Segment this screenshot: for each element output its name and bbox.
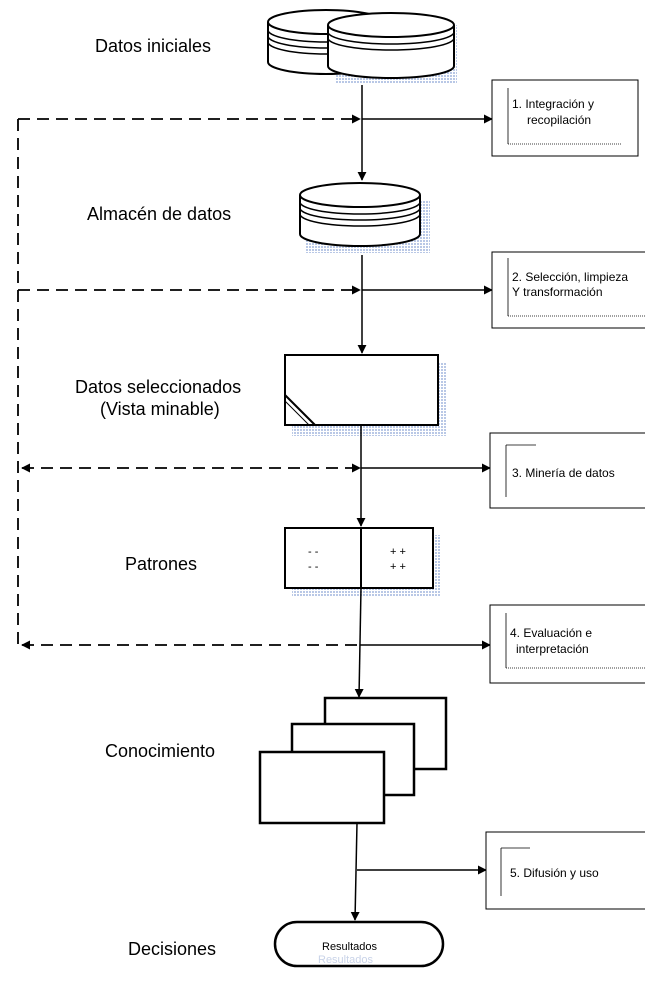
step-1-line-1: 1. Integración y [512,97,594,111]
resultados-shadow-text: Resultados [318,954,374,966]
stage-label-conocimiento: Conocimiento [105,741,215,761]
pattern-right-row-2: + + [390,561,406,573]
feedback-loop [17,114,361,650]
step-5-line-1: 5. Difusión y uso [510,866,599,880]
stage-label-vista-minable: (Vista minable) [100,399,220,419]
conocimiento-stack-icon [258,696,448,825]
step-4-line-1: 4. Evaluación e [510,626,592,640]
flow-arrow-5 [350,822,360,921]
stage-label-seleccionados: Datos seleccionados [75,377,241,397]
step-4-line-2: interpretación [516,642,589,656]
step-box-2: 2. Selección, limpieza Y transformación [491,251,645,329]
patrones-table-icon: - - - - + + + + [284,527,440,596]
step-arrows [357,114,493,875]
main-flow [350,85,367,921]
step-box-3: 3. Minería de datos [489,432,645,509]
resultados-terminal: Resultados Resultados [273,920,445,968]
step-2-line-2: Y transformación [512,285,603,299]
pattern-left-row-1: - - [308,546,319,558]
step-box-4: 4. Evaluación e interpretación [489,604,645,684]
step-box-1: 1. Integración y recopilación [491,79,639,157]
step-3-line-1: 3. Minería de datos [512,466,615,480]
resultados-label: Resultados [322,941,378,953]
vista-minable-document-icon [284,354,447,436]
pattern-left-row-2: - - [308,561,319,573]
step-1-line-2: recopilación [527,113,591,127]
datos-iniciales-database-icon [267,9,457,83]
stage-label-almacen: Almacén de datos [87,204,231,224]
stage-label-decisiones: Decisiones [128,939,216,959]
stage-label-datos-iniciales: Datos iniciales [95,36,211,56]
almacen-database-icon [299,182,430,253]
stage-label-patrones: Patrones [125,554,197,574]
step-2-line-1: 2. Selección, limpieza [512,270,628,284]
flow-arrow-4 [354,587,364,698]
pattern-right-row-1: + + [390,546,406,558]
step-box-5: 5. Difusión y uso [485,831,645,910]
